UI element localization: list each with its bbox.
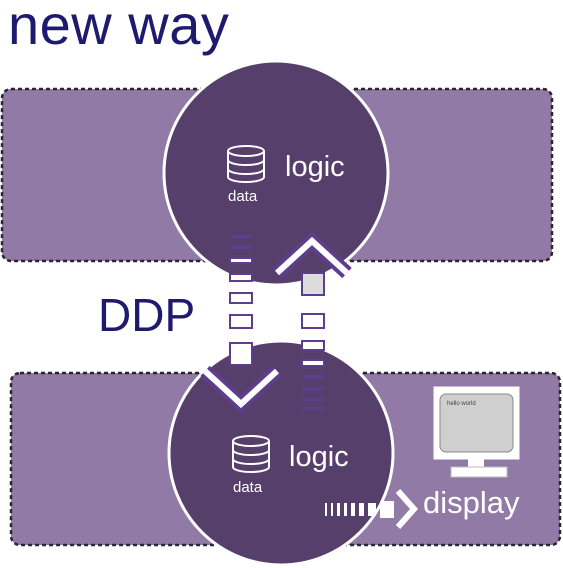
dash-segment (302, 398, 324, 401)
monitor-icon: hello world (433, 386, 520, 478)
screen-text: hello world (447, 401, 476, 407)
dash-segment (337, 503, 340, 516)
protocol-label: DDP (98, 289, 196, 341)
up-arrow (272, 231, 352, 410)
down-arrow (200, 235, 282, 414)
client-logic-label: logic (289, 441, 349, 473)
monitor-screen (439, 393, 514, 453)
dash-segment (344, 503, 347, 516)
display-arrow (325, 489, 419, 529)
dash-segment (229, 257, 253, 264)
dash-segment (230, 245, 252, 249)
display-label: display (423, 485, 520, 520)
dash-segment (331, 503, 333, 516)
dash-segment (230, 235, 252, 238)
dash-segment (351, 503, 355, 516)
dash-segment (368, 503, 376, 516)
database-icon (232, 435, 270, 473)
dash-segment (301, 272, 325, 296)
dash-segment (229, 314, 253, 329)
monitor-base (450, 466, 508, 478)
dash-segment (301, 359, 325, 367)
dash-segment (229, 273, 253, 282)
dash-segment (229, 292, 253, 304)
database-icon (227, 145, 265, 183)
dash-segment (325, 503, 327, 516)
monitor-neck (468, 459, 484, 467)
dash-segment (302, 407, 324, 410)
dash-segment (301, 313, 325, 329)
chevron-right-icon (395, 489, 419, 529)
dash-segment (359, 503, 364, 516)
page-title: new way (8, 0, 230, 56)
server-circle (162, 59, 390, 287)
dash-segment (301, 340, 325, 351)
chevron-down-icon (202, 368, 280, 409)
chevron-up-icon (274, 236, 350, 276)
dash-segment (302, 375, 324, 379)
dash-segment (302, 387, 324, 391)
server-data-label: data (228, 188, 258, 205)
server-logic-label: logic (285, 151, 345, 183)
client-data-label: data (233, 479, 263, 496)
dash-segment (380, 501, 394, 518)
dash-segment (229, 342, 253, 366)
